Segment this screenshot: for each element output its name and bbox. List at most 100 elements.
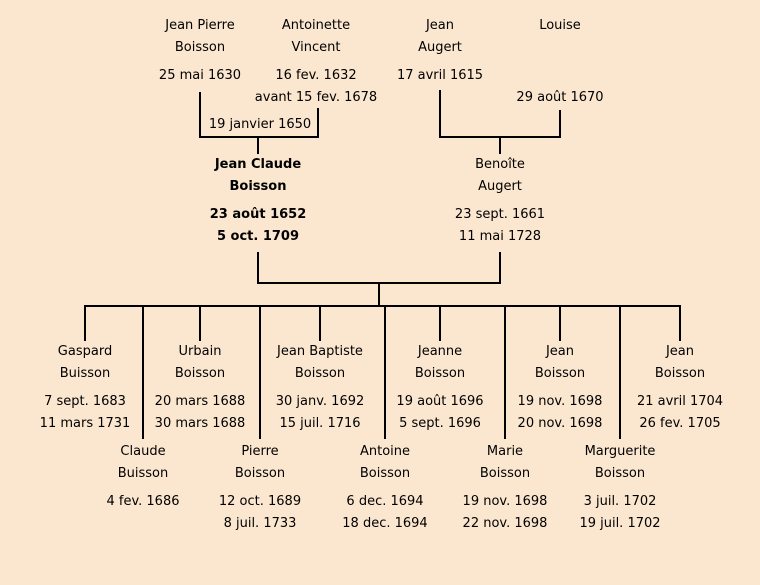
name-line: Boisson bbox=[594, 466, 646, 481]
person-benoite-augert: Benoîte Augert 23 sept. 1661 11 mai 1728 bbox=[430, 154, 570, 248]
drop-jeanne bbox=[439, 307, 441, 341]
name-line: Boisson bbox=[174, 366, 226, 381]
date-line: 7 sept. 1683 bbox=[44, 394, 126, 409]
date-line: 11 mai 1728 bbox=[458, 229, 542, 244]
date-line: 6 dec. 1694 bbox=[346, 494, 424, 509]
date-line: avant 15 fev. 1678 bbox=[254, 90, 378, 105]
name-line: Gaspard bbox=[57, 344, 113, 359]
name-line: Augert bbox=[478, 179, 522, 194]
marriage2-right-line bbox=[559, 110, 561, 136]
date-line: 17 avril 1615 bbox=[396, 68, 484, 83]
person-jean-augert: Jean Augert 17 avril 1615 bbox=[370, 15, 510, 109]
date-line: 25 mai 1630 bbox=[158, 68, 242, 83]
date-line: 19 juil. 1702 bbox=[579, 516, 661, 531]
date-line: 4 fev. 1686 bbox=[106, 494, 180, 509]
name-line: Boisson bbox=[479, 466, 531, 481]
date-line: 21 avril 1704 bbox=[636, 394, 724, 409]
person-marguerite-boisson: Marguerite Boisson 3 juil. 1702 19 juil.… bbox=[565, 441, 675, 535]
date-line: 23 sept. 1661 bbox=[454, 207, 546, 222]
name-line: Augert bbox=[418, 40, 462, 55]
date-line: 3 juil. 1702 bbox=[583, 494, 657, 509]
date-line: 15 juil. 1716 bbox=[279, 416, 361, 431]
name-line: Claude bbox=[120, 444, 166, 459]
name-line: Marguerite bbox=[584, 444, 656, 459]
date-line: 26 fev. 1705 bbox=[639, 416, 721, 431]
date-line bbox=[88, 513, 198, 535]
marriage1-date-label: 19 janvier 1650 bbox=[208, 117, 312, 132]
name-line: Boisson bbox=[534, 366, 586, 381]
name-line: Boisson bbox=[654, 366, 706, 381]
drop-urbain bbox=[199, 307, 201, 341]
marriage1-child-drop bbox=[257, 138, 259, 154]
name-line: Boisson bbox=[294, 366, 346, 381]
name-line: Boisson bbox=[414, 366, 466, 381]
couple-right-drop bbox=[499, 252, 501, 284]
person-jean-baptiste-boisson: Jean Baptiste Boisson 30 janv. 1692 15 j… bbox=[265, 341, 375, 435]
person-antoine-boisson: Antoine Boisson 6 dec. 1694 18 dec. 1694 bbox=[330, 441, 440, 535]
date-line: 8 juil. 1733 bbox=[223, 516, 297, 531]
marriage1-left-line bbox=[199, 92, 201, 136]
marriage2-child-drop bbox=[499, 138, 501, 154]
marriage2-bar bbox=[439, 136, 561, 138]
drop-marie bbox=[504, 307, 506, 439]
name-line: Jeanne bbox=[417, 344, 463, 359]
person-jean-boisson-1: Jean Boisson 19 nov. 1698 20 nov. 1698 bbox=[505, 341, 615, 435]
name-line bbox=[490, 37, 630, 59]
date-line: 5 sept. 1696 bbox=[399, 416, 481, 431]
name-line: Boisson bbox=[359, 466, 411, 481]
date-line: 18 dec. 1694 bbox=[342, 516, 428, 531]
marriage1-bar bbox=[199, 136, 319, 138]
date-line: 23 août 1652 bbox=[209, 207, 307, 222]
name-line: Boisson bbox=[174, 40, 226, 55]
drop-jean-2 bbox=[679, 307, 681, 341]
name-line: Marie bbox=[486, 444, 524, 459]
person-gaspard-buisson: Gaspard Buisson 7 sept. 1683 11 mars 173… bbox=[30, 341, 140, 435]
marriage1-right-line bbox=[317, 108, 319, 136]
name-line: Benoîte bbox=[475, 157, 525, 172]
person-louise: Louise 29 août 1670 bbox=[490, 15, 630, 109]
date-line: 16 fev. 1632 bbox=[275, 68, 357, 83]
name-line: Buisson bbox=[59, 366, 111, 381]
couple-left-drop bbox=[257, 252, 259, 284]
couple-bar bbox=[257, 282, 501, 284]
date-line: 5 oct. 1709 bbox=[216, 229, 300, 244]
date-line: 19 nov. 1698 bbox=[517, 394, 603, 409]
person-claude-buisson: Claude Buisson 4 fev. 1686 bbox=[88, 441, 198, 535]
name-line: Buisson bbox=[117, 466, 169, 481]
name-line: Jean bbox=[545, 344, 575, 359]
drop-jean-1 bbox=[559, 307, 561, 341]
name-line: Jean bbox=[665, 344, 695, 359]
name-line: Antoine bbox=[359, 444, 411, 459]
date-line: 19 août 1696 bbox=[396, 394, 484, 409]
drop-pierre bbox=[259, 307, 261, 439]
person-antoinette-vincent: Antoinette Vincent 16 fev. 1632 avant 15… bbox=[246, 15, 386, 109]
person-jean-claude-boisson: Jean Claude Boisson 23 août 1652 5 oct. … bbox=[188, 154, 328, 248]
date-line: 29 août 1670 bbox=[516, 90, 604, 105]
person-jean-boisson-2: Jean Boisson 21 avril 1704 26 fev. 1705 bbox=[625, 341, 735, 435]
date-line: 30 mars 1688 bbox=[154, 416, 246, 431]
date-line: 30 janv. 1692 bbox=[275, 394, 365, 409]
name-line: Louise bbox=[539, 18, 581, 33]
name-line: Jean Claude bbox=[214, 157, 302, 172]
person-pierre-boisson: Pierre Boisson 12 oct. 1689 8 juil. 1733 bbox=[205, 441, 315, 535]
name-line: Urbain bbox=[178, 344, 222, 359]
name-line: Jean Baptiste bbox=[277, 344, 363, 359]
person-jean-pierre-boisson: Jean Pierre Boisson 25 mai 1630 bbox=[130, 15, 270, 109]
date-line: 22 nov. 1698 bbox=[462, 516, 548, 531]
name-line: Vincent bbox=[291, 40, 341, 55]
date-line: 19 nov. 1698 bbox=[462, 494, 548, 509]
date-line: 20 mars 1688 bbox=[154, 394, 246, 409]
date-line: 11 mars 1731 bbox=[39, 416, 131, 431]
person-urbain-boisson: Urbain Boisson 20 mars 1688 30 mars 1688 bbox=[145, 341, 255, 435]
name-line: Pierre bbox=[241, 444, 279, 459]
name-line: Jean Pierre bbox=[165, 18, 235, 33]
drop-claude bbox=[142, 307, 144, 439]
date-line bbox=[490, 65, 630, 87]
name-line: Boisson bbox=[229, 179, 287, 194]
drop-antoine bbox=[384, 307, 386, 439]
name-line: Jean bbox=[425, 18, 455, 33]
date-line: 12 oct. 1689 bbox=[218, 494, 302, 509]
drop-marguerite bbox=[619, 307, 621, 439]
date-line: 20 nov. 1698 bbox=[517, 416, 603, 431]
